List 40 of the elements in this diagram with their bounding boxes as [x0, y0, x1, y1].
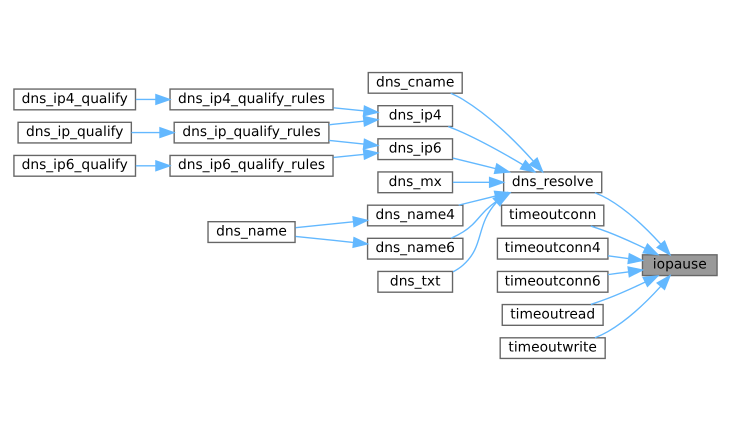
node-box: dns_ip6 [377, 138, 454, 160]
node-box: timeoutwrite [500, 337, 606, 360]
arrow [590, 225, 660, 256]
node-box: dns_name [207, 221, 296, 244]
arrow [452, 191, 508, 272]
arrow [334, 105, 380, 117]
arrow [295, 236, 370, 248]
arrow [131, 126, 176, 138]
node-box: timeoutconn [500, 204, 604, 227]
node-box: dns_resolve [502, 171, 602, 194]
arrow [136, 160, 172, 172]
node-box: dns_ip4_qualify_rules [169, 88, 334, 111]
arrow [452, 157, 512, 174]
node-box: dns_mx [377, 171, 454, 194]
node-box: dns_ip_qualify_rules [173, 122, 330, 144]
node-box: dns_ip4 [377, 105, 454, 128]
node-box: dns_name4 [366, 204, 464, 227]
arrow [328, 115, 380, 128]
arrow [608, 266, 644, 278]
arrow [608, 252, 644, 264]
node-box: timeoutread [502, 304, 604, 326]
arrow [329, 138, 380, 150]
arrow [590, 274, 660, 306]
arrow [594, 192, 672, 256]
node-box: dns_ip6_qualify [13, 154, 136, 177]
arrow [136, 94, 172, 106]
arrow [295, 216, 370, 228]
arrow [452, 176, 506, 188]
arrow [594, 274, 672, 338]
node-box: dns_cname [368, 72, 463, 94]
node-box: dns_ip4_qualify [13, 88, 136, 111]
arrow [334, 148, 380, 160]
node-box: dns_name6 [366, 238, 464, 260]
node-box: iopause [642, 254, 718, 276]
node-box: dns_txt [377, 270, 454, 293]
node-box: timeoutconn4 [496, 238, 609, 260]
arrow [448, 126, 537, 174]
node-box: dns_ip_qualify [17, 122, 132, 144]
node-box: timeoutconn6 [496, 270, 609, 293]
node-box: dns_ip6_qualify_rules [169, 154, 334, 177]
